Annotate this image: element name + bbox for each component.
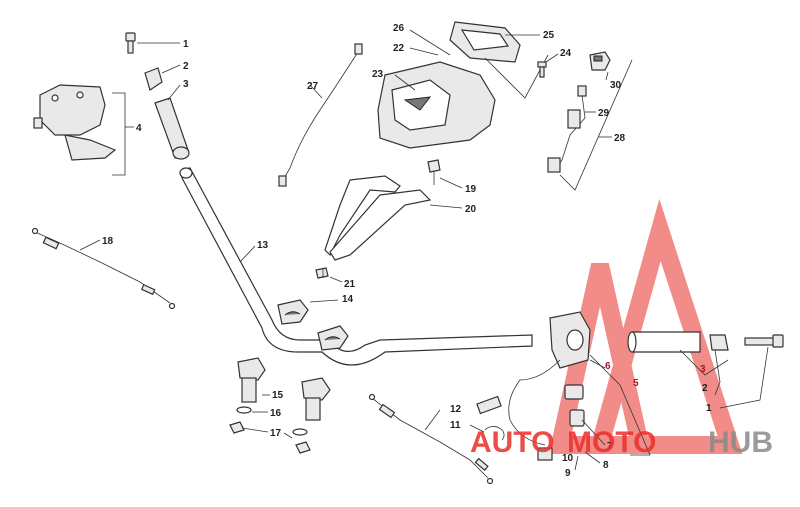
callout-1: 1 xyxy=(183,39,189,50)
bezel-screw xyxy=(537,61,547,78)
callout-22: 22 xyxy=(393,43,405,54)
left-grip xyxy=(154,97,190,160)
callout-7: 7 xyxy=(607,441,613,452)
brake-cable-12 xyxy=(368,393,494,485)
callout-9: 9 xyxy=(565,468,571,479)
bracket-screw-21 xyxy=(315,267,329,279)
gauge-pod xyxy=(377,61,496,149)
switch-30 xyxy=(589,51,611,71)
switch-housing xyxy=(476,311,591,461)
callout-14: 14 xyxy=(342,294,354,305)
grip-ring xyxy=(144,67,163,91)
watermark-moto: MOTO xyxy=(567,426,656,459)
speedo-cable-27 xyxy=(278,43,363,187)
callout-24: 24 xyxy=(560,48,572,59)
callout-30: 30 xyxy=(610,80,622,91)
callout-8: 8 xyxy=(603,460,609,471)
watermark-auto: AUTO xyxy=(470,426,554,459)
risers xyxy=(229,357,331,454)
callout-3-right: 3 xyxy=(700,364,706,375)
callout-13: 13 xyxy=(257,240,269,251)
throttle-housing xyxy=(33,84,117,161)
callout-26: 26 xyxy=(393,23,405,34)
callout-27: 27 xyxy=(307,81,319,92)
callout-18: 18 xyxy=(102,236,114,247)
callout-3: 3 xyxy=(183,79,189,90)
callout-2: 2 xyxy=(183,61,189,72)
callout-16: 16 xyxy=(270,408,282,419)
right-grip xyxy=(627,331,784,353)
snap-ring xyxy=(484,426,505,441)
callout-15: 15 xyxy=(272,390,284,401)
callout-19: 19 xyxy=(465,184,477,195)
top-screw xyxy=(125,32,136,54)
callout-17: 17 xyxy=(270,428,282,439)
harness-29 xyxy=(547,85,587,173)
callout-25: 25 xyxy=(543,30,555,41)
callout-5: 5 xyxy=(633,378,639,389)
callout-29: 29 xyxy=(598,108,610,119)
handlebar xyxy=(179,167,533,366)
watermark-text: AUTO MOTO HUB xyxy=(470,426,773,459)
throttle-cable-18 xyxy=(31,227,176,310)
callout-1-right: 1 xyxy=(706,403,712,414)
callout-21: 21 xyxy=(344,279,356,290)
upper-clamps xyxy=(277,299,349,351)
callout-28: 28 xyxy=(614,133,626,144)
gauge-bezel xyxy=(449,21,521,63)
callout-11: 11 xyxy=(450,420,461,431)
watermark-hub: HUB xyxy=(708,426,773,459)
callout-23: 23 xyxy=(372,69,384,80)
callout-12: 12 xyxy=(450,404,462,415)
callout-6: 6 xyxy=(605,361,611,372)
callout-10: 10 xyxy=(562,453,574,464)
callout-2-right: 2 xyxy=(702,383,708,394)
gauge-bracket xyxy=(324,159,441,261)
callout-20: 20 xyxy=(465,204,477,215)
callout-4: 4 xyxy=(136,123,142,134)
